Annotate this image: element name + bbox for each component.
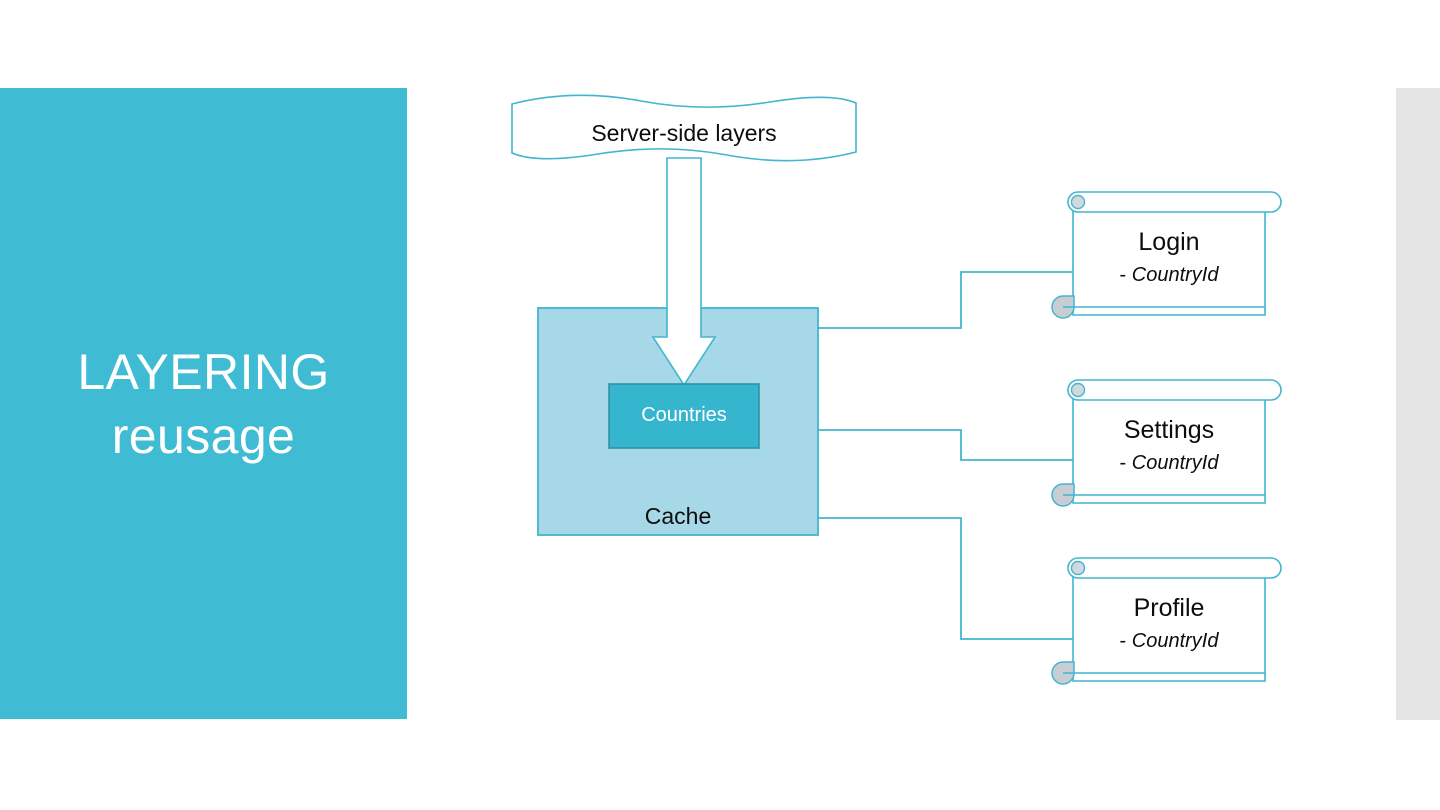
countries-box [608, 383, 760, 449]
down-arrow-icon [651, 157, 717, 387]
countries-label: Countries [641, 404, 727, 426]
card-title-profile: Profile [1133, 594, 1205, 622]
card-top-curl-profile [1070, 560, 1086, 576]
card-field-dash-login: - [1119, 264, 1127, 286]
banner-shape [511, 94, 857, 162]
server-side-layers-banner [511, 94, 857, 162]
right-side-strip [1396, 88, 1440, 720]
connector-cache-to-login [818, 268, 1098, 329]
banner-label: Server-side layers [591, 120, 777, 146]
card-body-login [1072, 198, 1266, 316]
consumer-card-settings [1051, 379, 1282, 507]
card-title-settings: Settings [1123, 416, 1215, 444]
cache-label: Cache [644, 503, 712, 529]
card-top-roll-login [1067, 191, 1282, 213]
card-field-profile: - CountryId [1073, 630, 1265, 653]
consumer-card-profile [1051, 557, 1282, 685]
title-panel: LAYERING reusage [0, 88, 407, 719]
card-top-curl-login [1070, 194, 1086, 210]
card-field-dash-profile: - [1119, 630, 1127, 652]
connector-cache-to-settings [818, 429, 1098, 464]
connector-group [818, 268, 1098, 643]
card-top-roll-profile [1067, 557, 1282, 579]
card-top-curl-settings [1070, 382, 1086, 398]
title-line-1: LAYERING [77, 343, 330, 400]
connector-cache-to-profile [818, 517, 1098, 643]
card-field-name-settings: CountryId [1131, 452, 1219, 474]
card-field-dash-settings: - [1119, 452, 1127, 474]
card-top-roll-settings [1067, 379, 1282, 401]
card-field-login: - CountryId [1073, 264, 1265, 287]
card-body-settings [1072, 386, 1266, 504]
card-body-profile [1072, 564, 1266, 682]
title-line-2: reusage [111, 407, 296, 464]
card-field-name-login: CountryId [1131, 264, 1219, 286]
card-title-login: Login [1138, 228, 1200, 256]
consumer-card-login [1051, 191, 1282, 319]
card-field-settings: - CountryId [1073, 452, 1265, 475]
card-field-name-profile: CountryId [1131, 630, 1219, 652]
